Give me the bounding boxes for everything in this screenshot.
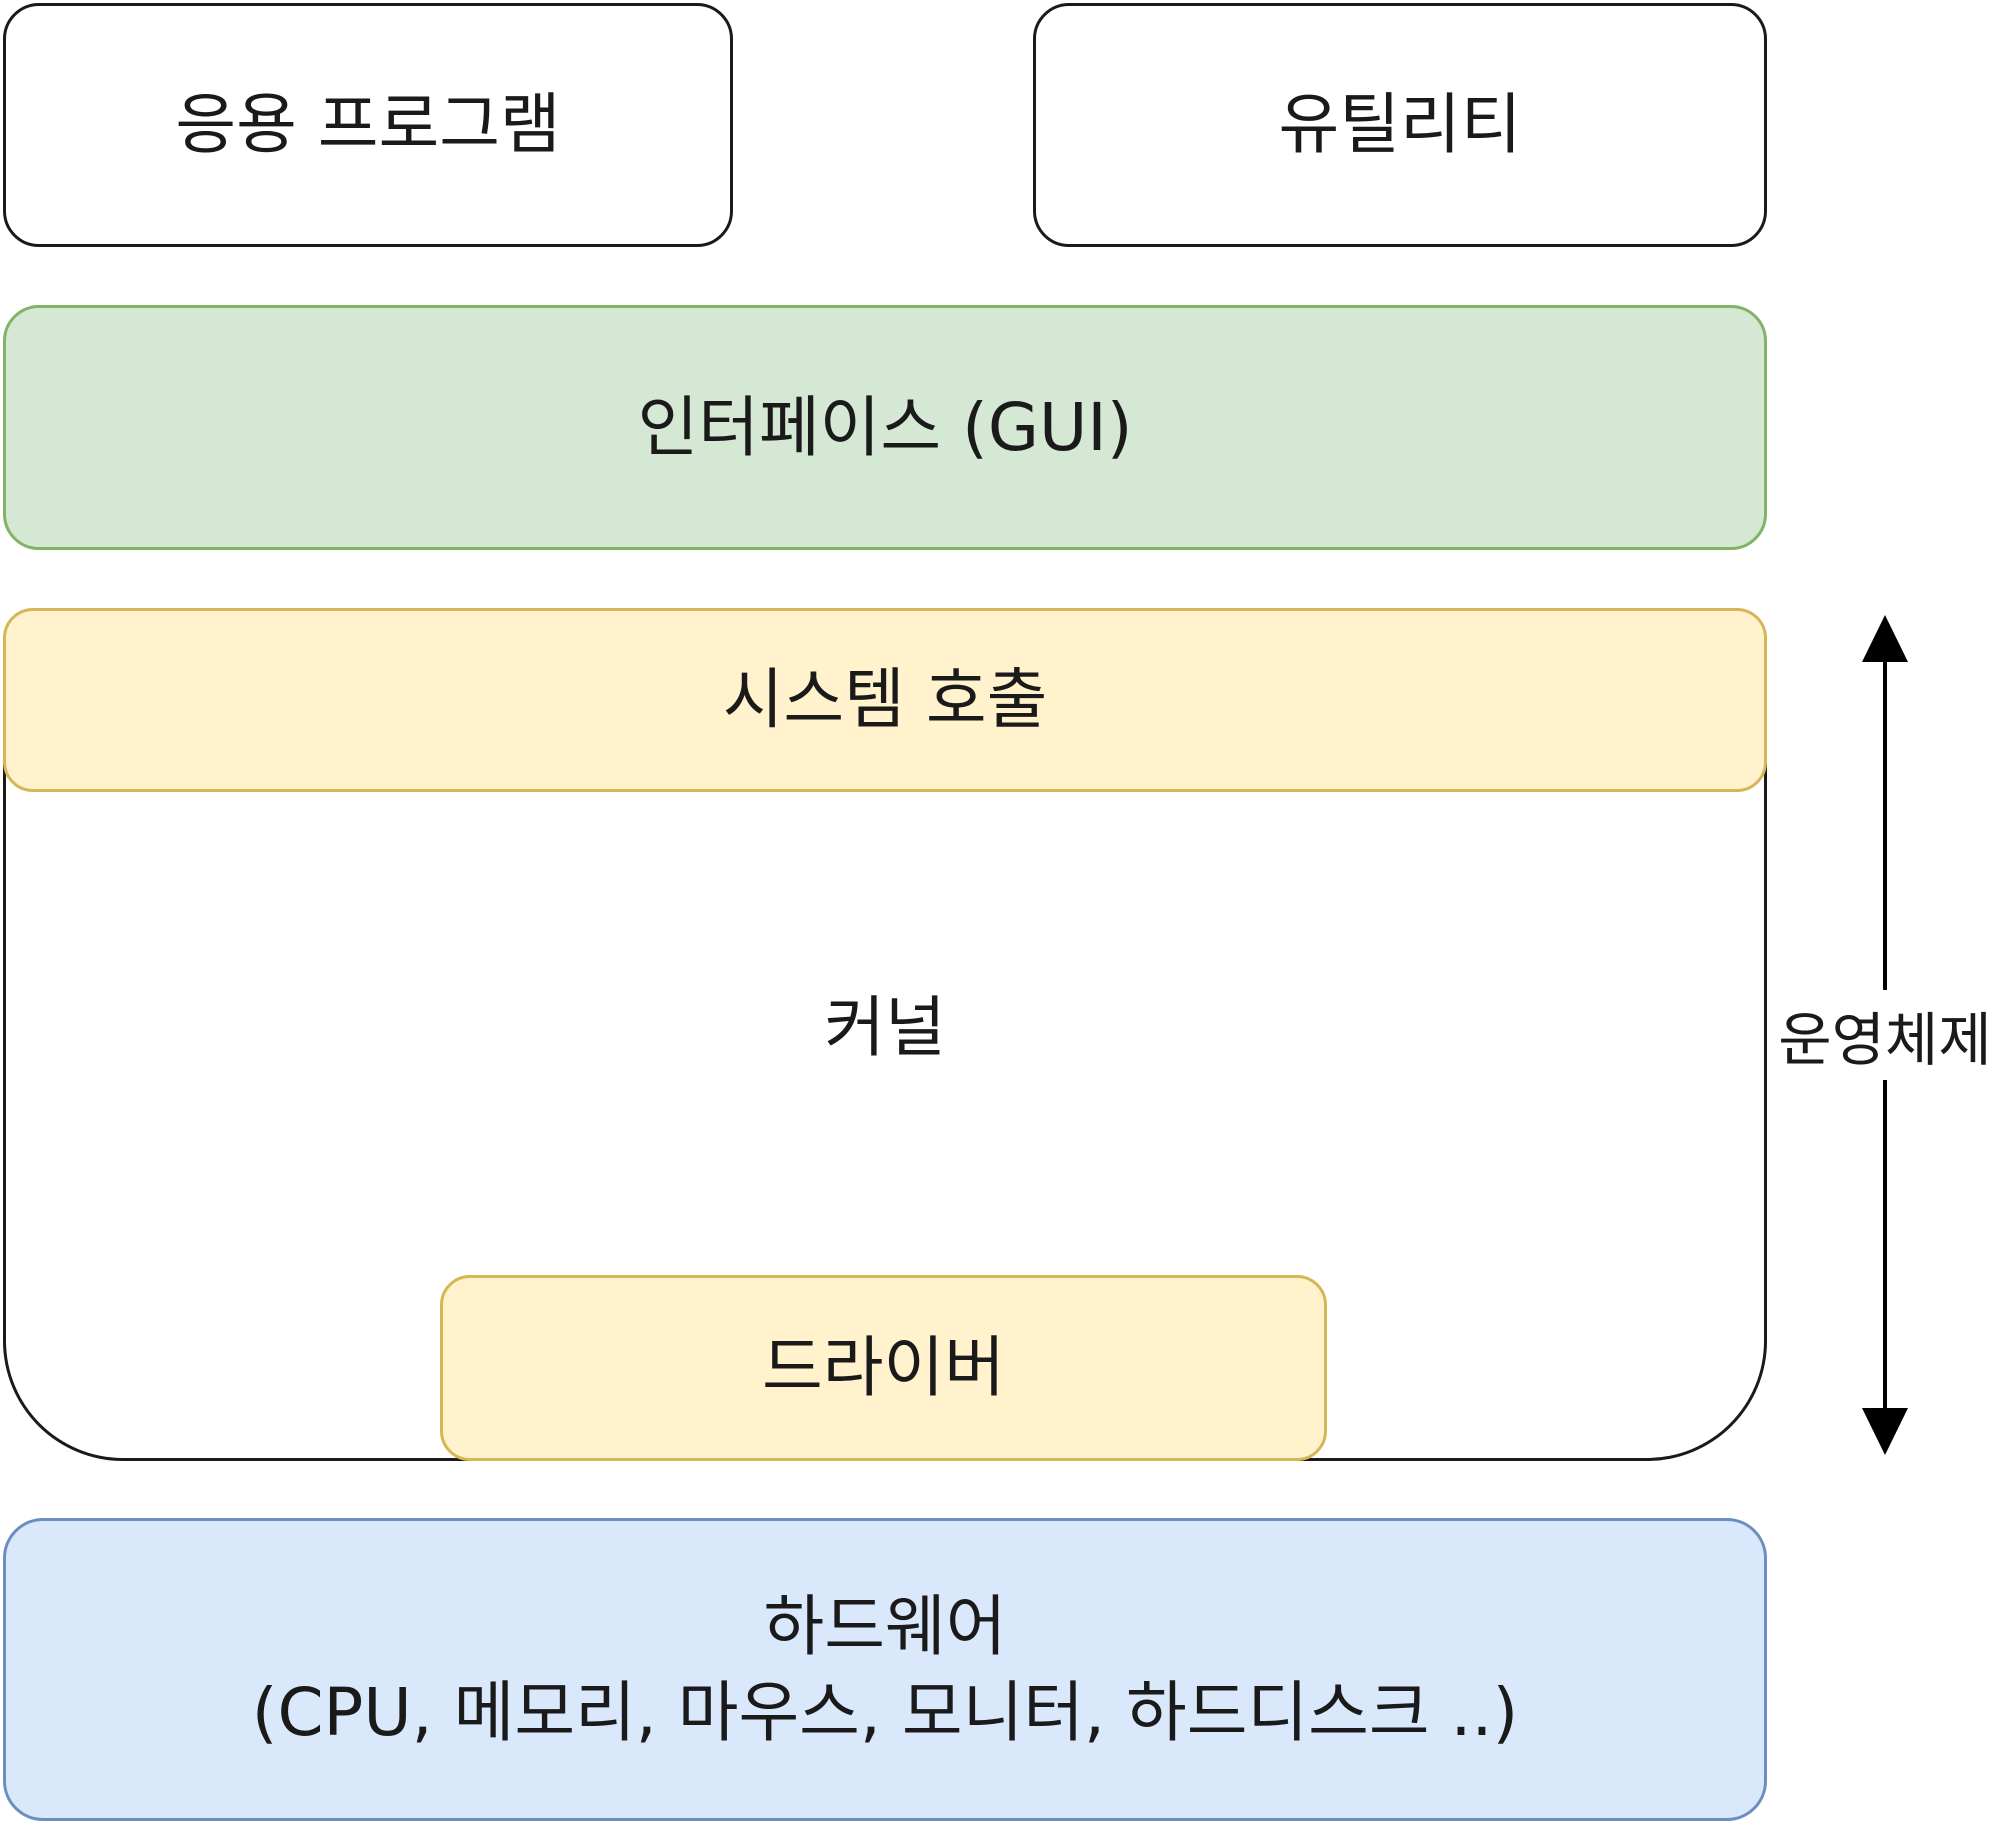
kernel-label: 커널 — [824, 989, 946, 1066]
interface-label: 인터페이스 (GUI) — [637, 388, 1133, 466]
os-arrow-head-down — [1862, 1408, 1908, 1455]
application-box: 응용 프로그램 — [3, 3, 733, 247]
interface-gui-box: 인터페이스 (GUI) — [3, 305, 1767, 550]
utility-label: 유틸리티 — [1278, 86, 1522, 164]
os-arrow-head-up — [1862, 615, 1908, 662]
hardware-title: 하드웨어 — [763, 1587, 1007, 1665]
operating-system-label: 운영체제 — [1770, 990, 2000, 1080]
hardware-box: 하드웨어 (CPU, 메모리, 마우스, 모니터, 하드디스크 ..) — [3, 1518, 1767, 1821]
system-call-box: 시스템 호출 — [3, 608, 1767, 792]
application-label: 응용 프로그램 — [175, 86, 561, 164]
utility-box: 유틸리티 — [1033, 3, 1767, 247]
hardware-components: (CPU, 메모리, 마우스, 모니터, 하드디스크 ..) — [251, 1673, 1519, 1751]
system-call-label: 시스템 호출 — [722, 661, 1048, 739]
driver-box: 드라이버 — [440, 1275, 1327, 1461]
driver-label: 드라이버 — [762, 1329, 1005, 1407]
